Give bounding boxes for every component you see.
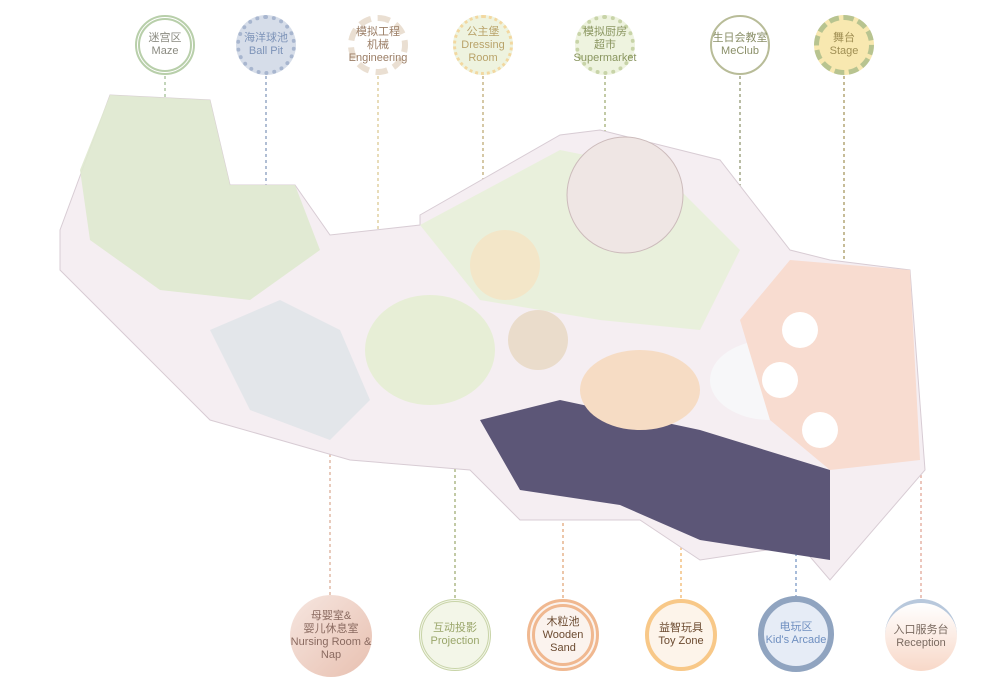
zone-en: MeClub [721,45,759,57]
zone-cn: 益智玩具 [659,622,703,634]
maze-area [80,95,320,300]
zone-en: Projection [430,635,480,647]
zone-badge-supermarket[interactable]: 模拟厨房超市 Supermarket [573,15,637,75]
zone-en: Nursing Room & [290,636,372,648]
zone-badge-dressing-room[interactable]: 公主堡 Dressing Room [453,15,513,75]
zone-cn: 舞台 [833,32,855,44]
zone-cn: 互动投影 [433,622,477,634]
zone-badge-projection[interactable]: 互动投影 Projection [419,599,491,671]
zone-cn: 木粒池 [546,615,580,628]
zone-cn: 模拟厨房超市 [583,25,627,51]
zone-cn-2: 婴儿休息室 [303,623,359,635]
zone-badge-wooden-sand[interactable]: 木粒池 Wooden Sand [527,599,599,671]
ballpit-area [210,300,370,440]
zone-badge-ball-pit[interactable]: 海洋球池 Ball Pit [236,15,296,75]
zone-badge-kids-arcade[interactable]: 电玩区 Kid's Arcade [758,596,834,672]
zone-en: Dressing Room [461,38,505,64]
dressing-dome [470,230,540,300]
zone-en: Stage [829,45,859,57]
zone-en-2: Nap [320,649,342,661]
zone-badge-reception[interactable]: 入口服务台 Reception [885,599,957,671]
zone-en: Wooden Sand [542,628,584,654]
zone-cn: 电玩区 [779,621,813,633]
zone-badge-toy-zone[interactable]: 益智玩具 Toy Zone [645,599,717,671]
zone-en: Ball Pit [248,45,284,57]
zone-en: Maze [151,45,179,57]
arcade-area [480,400,830,560]
zone-badge-meclub[interactable]: 生日会教室 MeClub [710,15,770,75]
zone-cn: 入口服务台 [893,624,949,636]
zone-badge-nursing-room[interactable]: 母婴室& 婴儿休息室 Nursing Room & Nap [290,595,372,677]
zone-badge-stage[interactable]: 舞台 Stage [814,15,874,75]
zone-en: Kid's Arcade [765,634,827,646]
zone-badge-maze[interactable]: 迷宫区 Maze [135,15,195,75]
toy-zone-area [580,350,700,430]
zone-en: Reception [896,637,946,649]
zone-cn: 海洋球池 [244,32,288,44]
stage-area [740,260,920,470]
zone-cn: 模拟工程机械 [356,25,400,51]
zone-en: Supermarket [573,51,637,64]
zone-cn: 生日会教室 [712,32,768,44]
zone-badge-engineering[interactable]: 模拟工程机械 Engineering [348,15,408,75]
zone-cn: 公主堡 [466,25,500,38]
zone-en: Toy Zone [658,635,704,647]
zone-cn: 迷宫区 [148,32,182,44]
projection-area [365,295,495,405]
zone-en: Engineering [348,51,408,64]
zone-cn: 母婴室& [310,610,352,622]
supermarket-spiral [566,136,684,254]
wooden-sand-area [508,310,568,370]
